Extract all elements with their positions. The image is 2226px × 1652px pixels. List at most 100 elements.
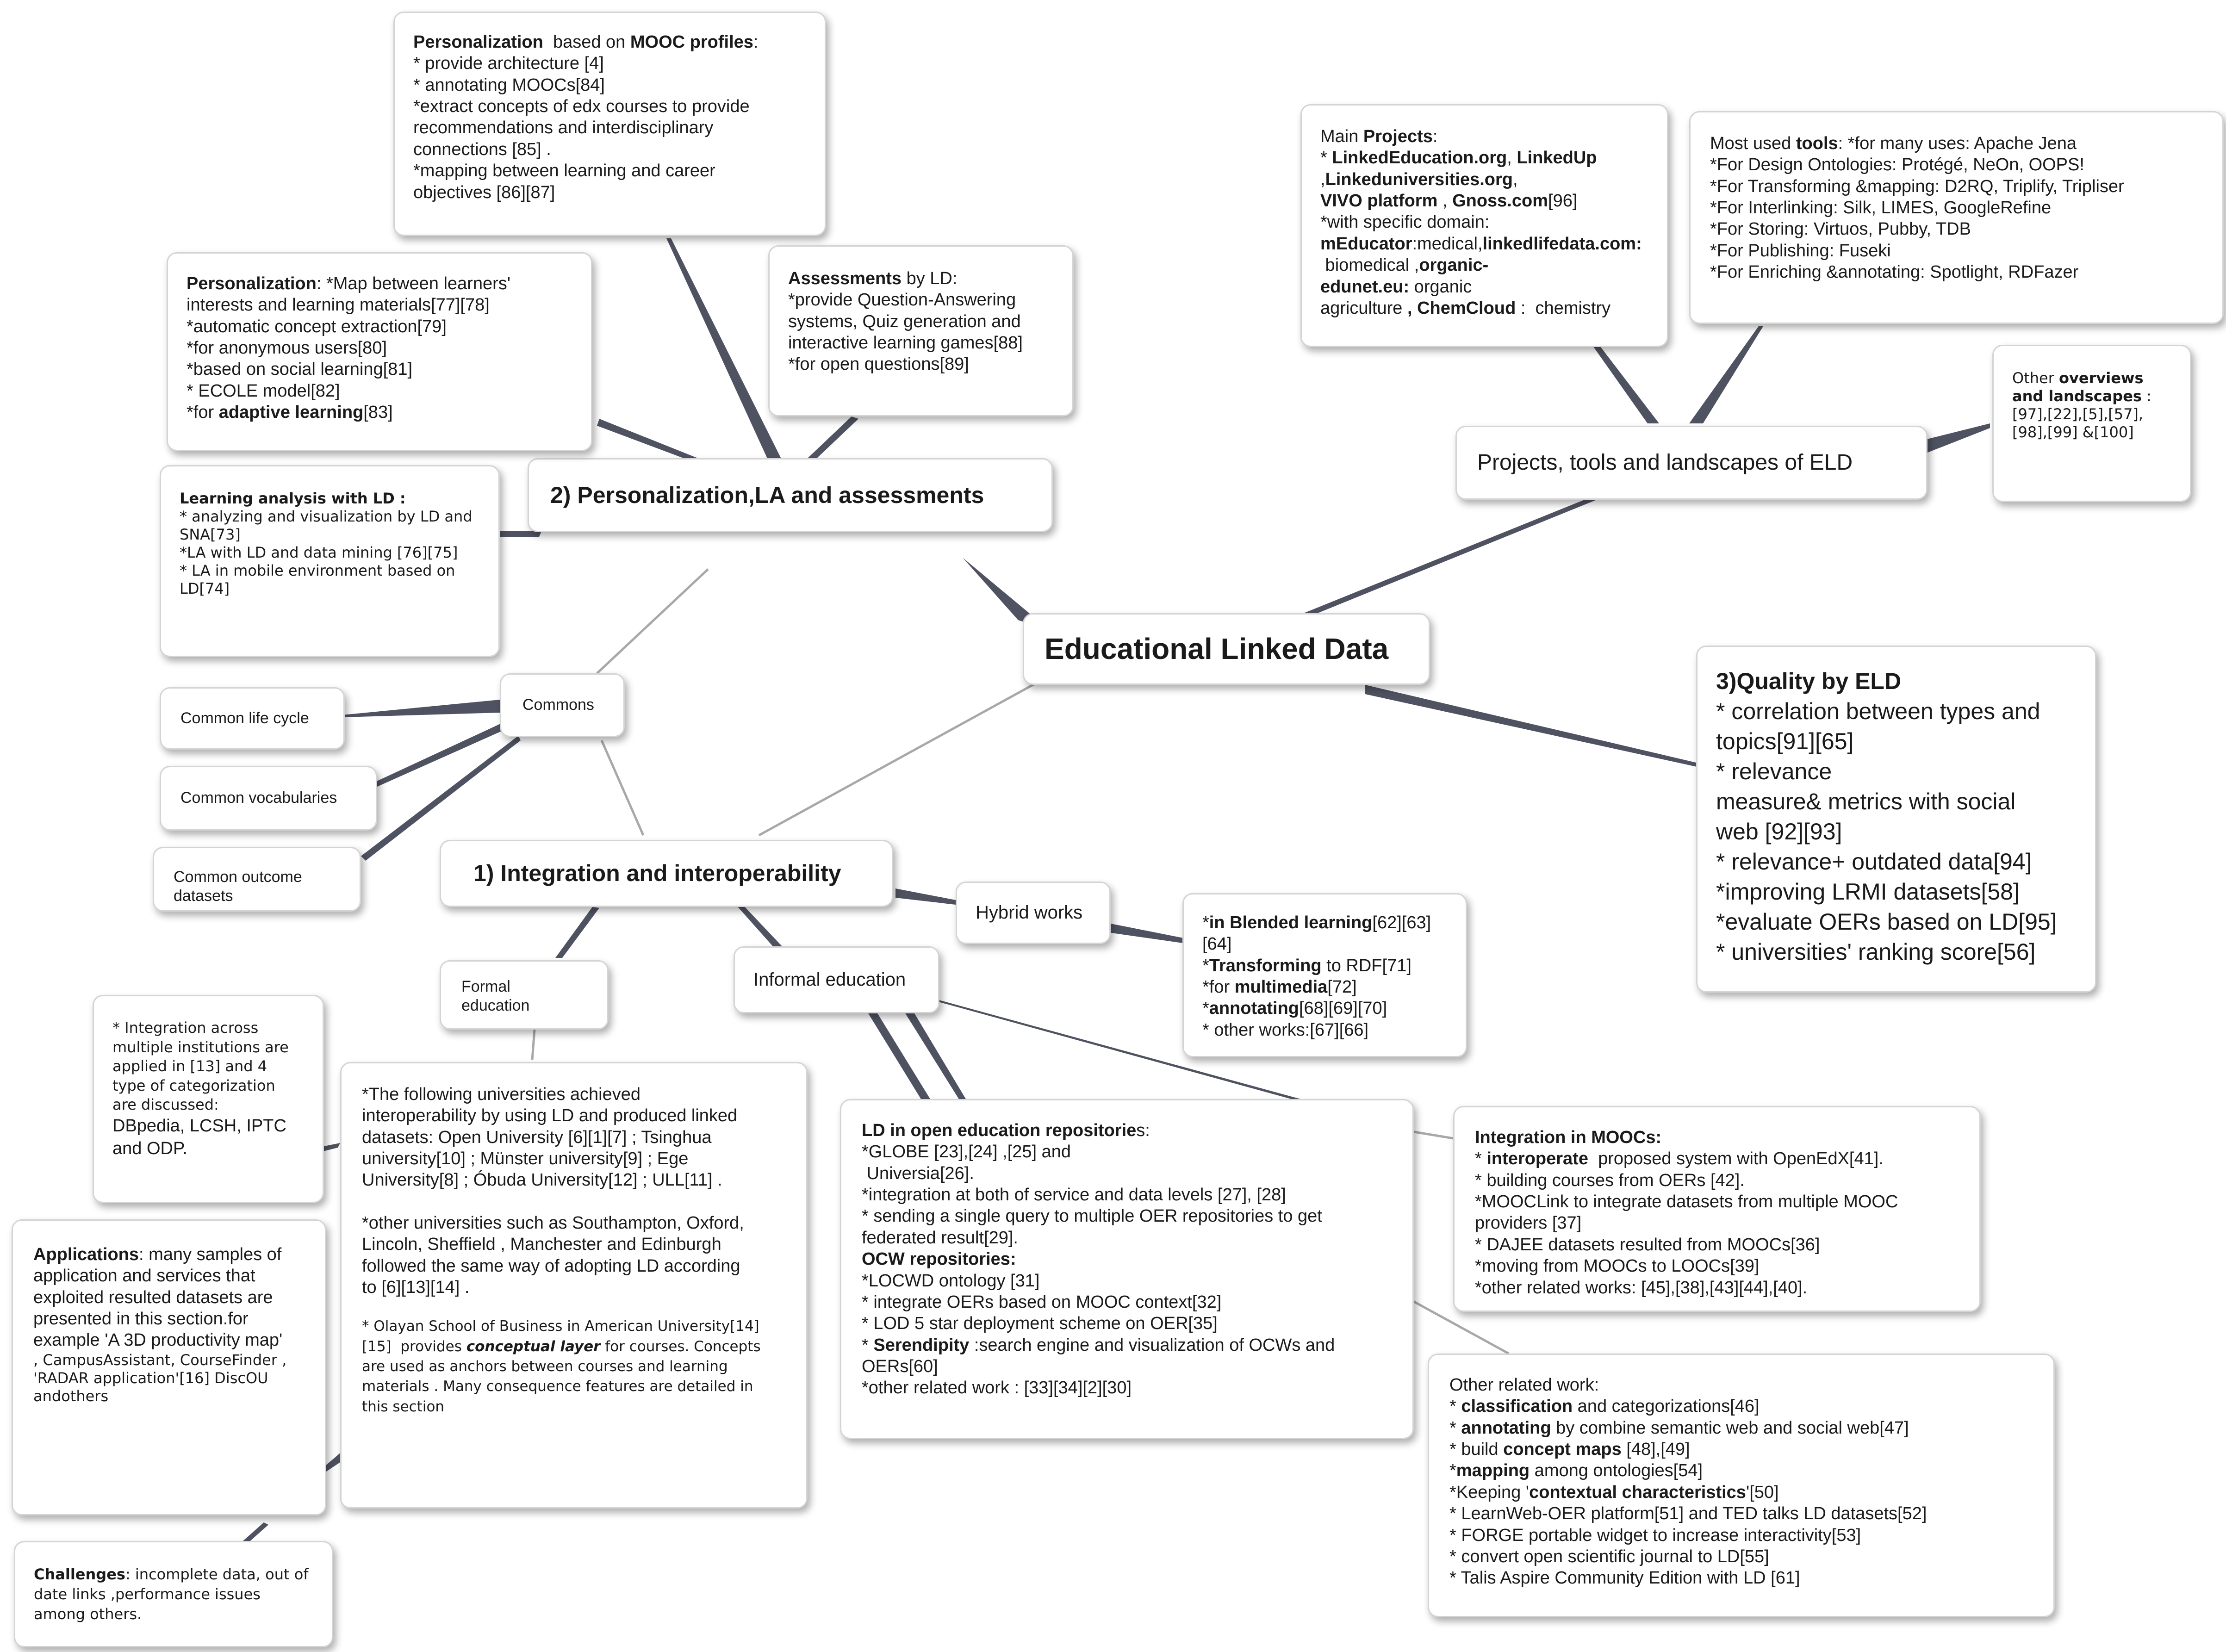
quality-line: measure& metrics with social bbox=[1716, 789, 2016, 814]
main-projects-line: VIVO platform , Gnoss.com[96] bbox=[1320, 190, 1648, 211]
assessments-line: systems, Quiz generation and bbox=[788, 311, 1021, 331]
other-related-line: * LearnWeb-OER platform[51] and TED talk… bbox=[1449, 1504, 1927, 1524]
repositories-line: federated result[29]. bbox=[862, 1228, 1018, 1248]
integration-note-line: * Integration across bbox=[112, 1019, 259, 1037]
hb-text: *for bbox=[1202, 977, 1235, 997]
mp-text: agriculture bbox=[1320, 298, 1403, 318]
personalization-line: * ECOLE model[82] bbox=[187, 381, 340, 401]
center-label: Educational Linked Data bbox=[1045, 632, 1389, 666]
moocs-box: Integration in MOOCs: * interoperate pro… bbox=[1453, 1106, 1981, 1312]
challenges-line: date links ,performance issues bbox=[34, 1585, 261, 1603]
main-projects-line: Main Projects: bbox=[1320, 126, 1648, 147]
overviews-line: and landscapes : bbox=[2012, 387, 2171, 405]
orw-text: [48],[49] bbox=[1621, 1440, 1690, 1459]
edge-center-integration bbox=[758, 679, 1042, 837]
overviews-pre: Other bbox=[2012, 369, 2059, 387]
formal-small-line: * Olayan School of Business in American … bbox=[362, 1318, 759, 1335]
orw-text: *Keeping ' bbox=[1449, 1482, 1530, 1502]
ocw-title: OCW repositories: bbox=[862, 1249, 1016, 1269]
hybrid-line: * other works:[67][66] bbox=[1202, 1020, 1369, 1040]
mp-text: , bbox=[1513, 169, 1518, 189]
personalization-last-pre: *for bbox=[187, 403, 219, 422]
integration-note-line: type of categorization bbox=[112, 1076, 275, 1094]
repositories-line: * integrate OERs based on MOOC context[3… bbox=[862, 1292, 1222, 1312]
main-projects-line: ,Linkeduniversities.org, bbox=[1320, 169, 1648, 190]
mp-bold: LinkedUp bbox=[1517, 148, 1597, 168]
hybrid-line: *for multimedia[72] bbox=[1202, 976, 1447, 998]
edge-inf-moocs bbox=[930, 1000, 1300, 1099]
challenges-title: Challenges: incomplete data, out of bbox=[34, 1565, 313, 1584]
hb-text: [72] bbox=[1327, 977, 1357, 997]
hub-personalization: 2) Personalization,LA and assessments bbox=[528, 458, 1053, 532]
orw-bold: concept maps bbox=[1503, 1440, 1622, 1459]
orw-text: and categorizations[46] bbox=[1573, 1397, 1760, 1416]
mp-bold: VIVO platform bbox=[1320, 191, 1438, 211]
moocs-line: * building courses from OERs [42]. bbox=[1475, 1170, 1745, 1190]
mp-text: , bbox=[1320, 169, 1325, 189]
common-vocabularies: Common vocabularies bbox=[160, 766, 377, 831]
hb-text: * bbox=[1202, 913, 1209, 932]
integration-note-line: are discussed: bbox=[112, 1096, 219, 1114]
hub-commons: Commons bbox=[500, 673, 625, 737]
edge-pers-commons bbox=[596, 568, 709, 674]
personalization-title-bold: Personalization bbox=[187, 274, 317, 293]
moocs-title: Integration in MOOCs: bbox=[1475, 1128, 1662, 1147]
mp-bold: Projects bbox=[1363, 127, 1433, 146]
hb-text: [62][63] bbox=[1372, 913, 1431, 932]
main-projects-line: *with specific domain: bbox=[1320, 212, 1490, 232]
overviews-line: Other overviews bbox=[2012, 369, 2171, 387]
applications-line: example 'A 3D productivity map' bbox=[33, 1330, 283, 1350]
formal-small-line: [15] provides conceptual layer for cours… bbox=[362, 1337, 786, 1357]
mp-bold: organic- bbox=[1419, 255, 1489, 275]
mp-text: organic bbox=[1409, 277, 1472, 297]
integration-note-line: and ODP. bbox=[112, 1139, 187, 1159]
mp-bold: Gnoss.com bbox=[1452, 191, 1548, 211]
quality-line: *evaluate OERs based on LD[95] bbox=[1716, 909, 2057, 935]
mp-bold: edunet.eu: bbox=[1320, 277, 1410, 297]
formal-small-post: for courses. Concepts bbox=[600, 1338, 761, 1355]
assessments-title-bold: Assessments bbox=[788, 269, 902, 288]
overviews-line: [98],[99] &[100] bbox=[2012, 423, 2134, 441]
edge-pers-learning bbox=[495, 531, 541, 537]
edge-inf-repo bbox=[865, 1009, 930, 1099]
tools-line: *For Storing: Virtuos, Pubby, TDB bbox=[1710, 219, 1971, 239]
personalization-line: *based on social learning[81] bbox=[187, 360, 413, 379]
mp-text: * bbox=[1320, 148, 1332, 168]
hub-integration: 1) Integration and interoperability bbox=[440, 840, 893, 907]
hub-projects-label: Projects, tools and landscapes of ELD bbox=[1477, 450, 1853, 475]
edge-repo-other bbox=[1411, 1299, 1510, 1355]
edge-app-integration bbox=[319, 1143, 340, 1152]
main-projects-line: * LinkedEducation.org, LinkedUp bbox=[1320, 147, 1648, 168]
quality-line: * correlation between types and bbox=[1716, 698, 2040, 724]
repositories-line: *integration at both of service and data… bbox=[862, 1185, 1286, 1205]
main-projects-line: biomedical ,organic- bbox=[1320, 255, 1648, 276]
hub-informal: Informal education bbox=[734, 946, 939, 1013]
challenges-title-rest: : incomplete data, out of bbox=[125, 1565, 309, 1583]
formal-line: Lincoln, Sheffield , Manchester and Edin… bbox=[362, 1235, 721, 1255]
main-projects-line: mEducator:medical,linkedlifedata.com: bbox=[1320, 233, 1648, 255]
hybrid-line: *in Blended learning[62][63] bbox=[1202, 912, 1447, 933]
quality-line: topics[91][65] bbox=[1716, 728, 1854, 754]
repositories-title-bold: LD in open education repositorie bbox=[862, 1121, 1137, 1140]
personalization-last-line: *for adaptive learning[83] bbox=[187, 402, 572, 423]
applications-line: presented in this section.for bbox=[33, 1309, 249, 1329]
formal-line: datasets: Open University [6][1][7] ; Ts… bbox=[362, 1127, 712, 1147]
orw-bold: contextual characteristics bbox=[1529, 1482, 1746, 1502]
repositories-line: Universia[26]. bbox=[862, 1163, 974, 1183]
learning-analysis-title: Learning analysis with LD : bbox=[180, 490, 406, 507]
hub-formal-label: Formal education bbox=[461, 978, 530, 1015]
edge-commons-integration bbox=[600, 739, 645, 836]
moocs-l1-rest: proposed system with OpenEdX[41]. bbox=[1588, 1149, 1884, 1169]
repositories-title-rest: s: bbox=[1136, 1121, 1150, 1140]
learning-analysis-line: * analyzing and visualization by LD and bbox=[180, 508, 473, 526]
formal-line: interoperability by using LD and produce… bbox=[362, 1106, 738, 1126]
tools-title-bold: tools bbox=[1796, 134, 1838, 153]
orw-text: '[50] bbox=[1746, 1482, 1779, 1502]
assessments-title-rest: by LD: bbox=[902, 269, 958, 288]
edge-int-hybrid bbox=[895, 888, 956, 905]
edge-commons-vocab bbox=[375, 722, 507, 787]
mooc-profiles-box: Personalization based on MOOC profiles: … bbox=[393, 12, 826, 236]
hub-projects: Projects, tools and landscapes of ELD bbox=[1455, 426, 1928, 500]
integration-note-line: applied in [13] and 4 bbox=[112, 1057, 267, 1075]
edge-int-informal bbox=[736, 902, 782, 946]
